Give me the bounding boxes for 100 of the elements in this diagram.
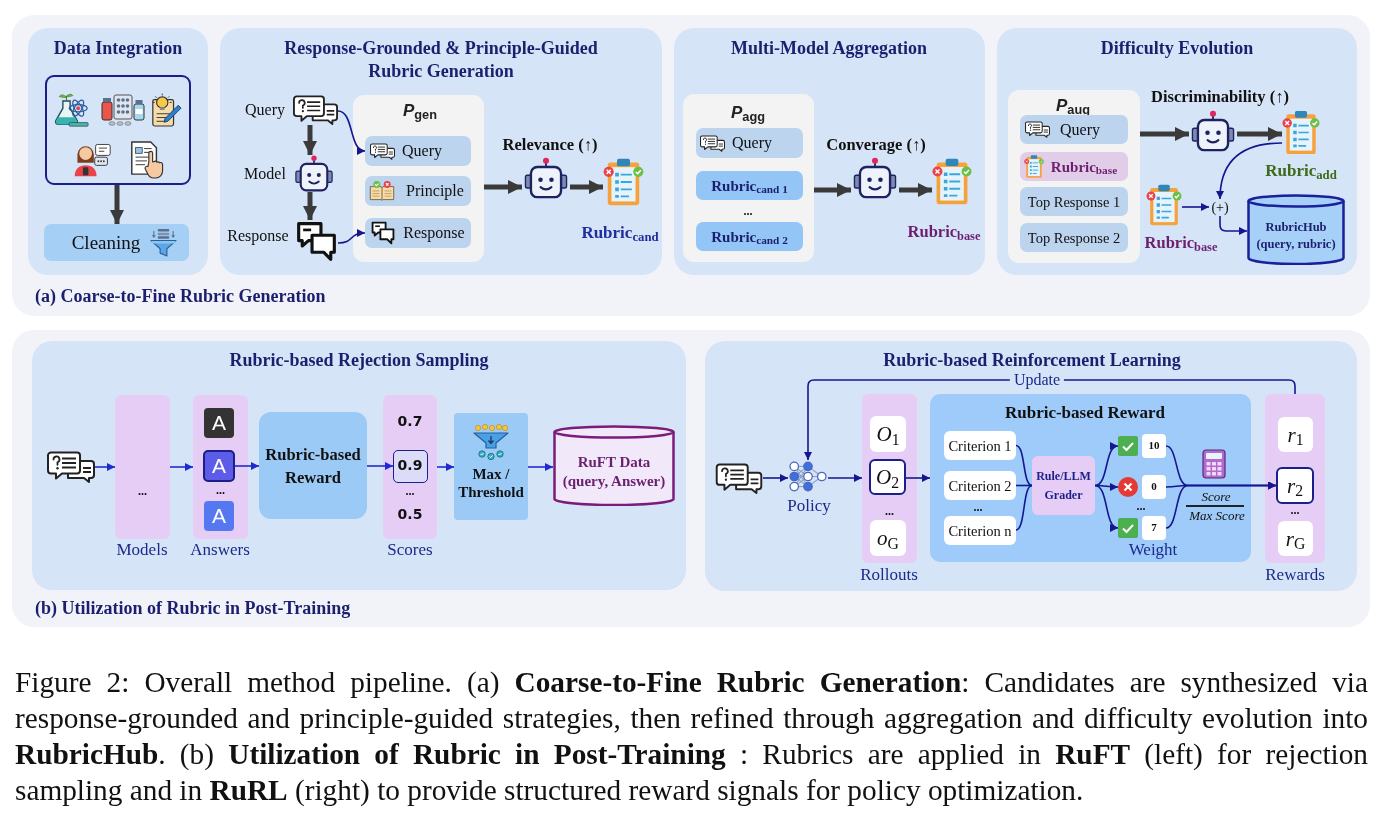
- arrow: [1094, 484, 1119, 530]
- metric-label: Relevance (↑): [502, 134, 598, 156]
- arrow: [1140, 127, 1189, 141]
- stage-panel: [220, 28, 662, 275]
- weight-box: 0: [1142, 475, 1166, 499]
- prompt-title: P$_{gen}$: [403, 100, 437, 122]
- arrow: [905, 474, 931, 482]
- item-label: Rubric$_{base}$: [1050, 157, 1118, 176]
- arrow: [110, 185, 124, 224]
- item-label: Response: [403, 223, 465, 243]
- arrow: [1094, 444, 1119, 487]
- item-label: Rubric$_{cand 2}$: [711, 227, 788, 246]
- reward-label: Rubric-based Reward: [264, 443, 362, 489]
- stage-panel: [674, 28, 985, 275]
- panel-title: Data Integration: [53, 36, 183, 60]
- criterion-box: [944, 516, 1016, 545]
- criterion-box: [944, 471, 1016, 500]
- arrow: [337, 229, 366, 244]
- arrow: [436, 463, 455, 471]
- answer-letter: A: [212, 409, 226, 436]
- step-box: [44, 224, 189, 261]
- arrow: [804, 379, 1296, 461]
- item-label: Top Response 2: [1027, 228, 1121, 247]
- reward-symbol: r$_{G}$: [1285, 525, 1306, 552]
- item-label: Query: [402, 141, 442, 161]
- criterion-label: Criterion 2: [948, 476, 1012, 495]
- weight-box: 7: [1142, 516, 1166, 540]
- arrow: [827, 474, 863, 482]
- ellipsis: ...: [1136, 498, 1146, 514]
- connector-line: [1015, 484, 1033, 487]
- fraction-numerator: Score: [1201, 488, 1231, 506]
- rubric-label: Rubric$_{add}$: [1265, 160, 1337, 182]
- arrow: [814, 183, 851, 197]
- rubric-label: Rubric$_{base}$: [907, 221, 981, 243]
- panel-title: Rubric-based Reward: [1004, 402, 1166, 424]
- policy-label: Policy: [787, 495, 831, 517]
- reward-symbol: r$_{2}$: [1286, 472, 1304, 499]
- answer-tile: [204, 501, 234, 531]
- answer-letter: A: [212, 502, 226, 529]
- rollout-tile: [869, 459, 906, 495]
- flow-label: Query: [245, 100, 285, 120]
- column-caption: Rollouts: [860, 564, 918, 586]
- item-label: Rubric$_{cand 1}$: [711, 176, 788, 195]
- reward-tile: [1278, 417, 1313, 452]
- operator-label: (+): [1211, 198, 1229, 217]
- rollout-symbol: O$_{2}$: [876, 463, 899, 491]
- section-panel: [12, 15, 1370, 316]
- stage-panel: [32, 341, 686, 590]
- arrow: [169, 463, 194, 471]
- edge-label: Update: [1009, 370, 1065, 390]
- ellipsis: ...: [885, 503, 894, 519]
- prompt-box: [683, 94, 814, 262]
- stage-panel: [997, 28, 1357, 275]
- stage-panel: [28, 28, 208, 275]
- ellipsis: ...: [216, 482, 225, 498]
- flow-label: Model: [244, 164, 286, 184]
- arrow: [303, 125, 317, 155]
- item-label: Query: [732, 133, 772, 153]
- prompt-item: [1020, 115, 1128, 144]
- criterion-label: Criterion n: [948, 521, 1012, 540]
- grader-box: [1032, 456, 1095, 515]
- arrow: [762, 474, 789, 482]
- panel-title: Response-Grounded & Principle-Guided Rubric Generation: [283, 36, 599, 83]
- database-label: RuFT Data: [577, 452, 651, 472]
- stage-panel: [705, 341, 1357, 591]
- arrow: [366, 462, 394, 470]
- rollout-tile: [870, 520, 906, 556]
- reward-box: [259, 412, 367, 519]
- panel-title: Multi-Model Aggregation: [730, 36, 928, 60]
- section-title: (b) Utilization of Rubric in Post-Training: [35, 596, 351, 620]
- rollout-symbol: O$_{1}$: [876, 420, 900, 448]
- item-label: Principle: [406, 181, 464, 201]
- connector-line: [1015, 484, 1033, 531]
- prompt-item: [365, 136, 471, 166]
- ellipsis: ...: [138, 483, 147, 499]
- arrow: [303, 192, 317, 220]
- section-title: (a) Coarse-to-Fine Rubric Generation: [35, 284, 326, 308]
- figure-caption: Figure 2: Overall method pipeline. (a) Coarse-to-Fine Rubric Generation: Candidates are synthesized via response-grounded and principle-guided strategies, then refined through aggregation and difficulty evolution into RubricHub. (b) Utilization of Rubric in Post-Training : Rubrics are applied in RuFT (left) for rejection sampling and in RuRL (right) to provide structured reward signals for policy optimization.: [15, 665, 1368, 808]
- score-value: 0.5: [397, 506, 423, 524]
- rubric-label: Rubric$_{cand}$: [581, 222, 659, 244]
- score-value: 0.9: [397, 457, 423, 475]
- reward-symbol: r$_{1}$: [1287, 421, 1304, 448]
- connector-line: [1015, 444, 1033, 487]
- item-label: Top Response 1: [1027, 192, 1121, 211]
- prompt-item: [1020, 187, 1128, 216]
- column-caption: Scores: [387, 539, 433, 561]
- metric-label: Converage (↑): [826, 134, 926, 156]
- column-caption: Rewards: [1265, 564, 1325, 586]
- arrow: [1216, 142, 1283, 200]
- criterion-label: Criterion 1: [948, 436, 1012, 455]
- filter-box: [454, 413, 528, 520]
- prompt-item: [1020, 223, 1128, 252]
- answer-letter: A: [212, 452, 226, 479]
- arrow: [570, 180, 603, 194]
- database-label: RubricHub: [1265, 220, 1327, 236]
- arrow: [1219, 215, 1248, 235]
- ellipsis: ...: [405, 483, 415, 499]
- prompt-box: [353, 95, 484, 262]
- rollout-symbol: o$_{G}$: [877, 524, 899, 552]
- answer-tile: [204, 408, 234, 438]
